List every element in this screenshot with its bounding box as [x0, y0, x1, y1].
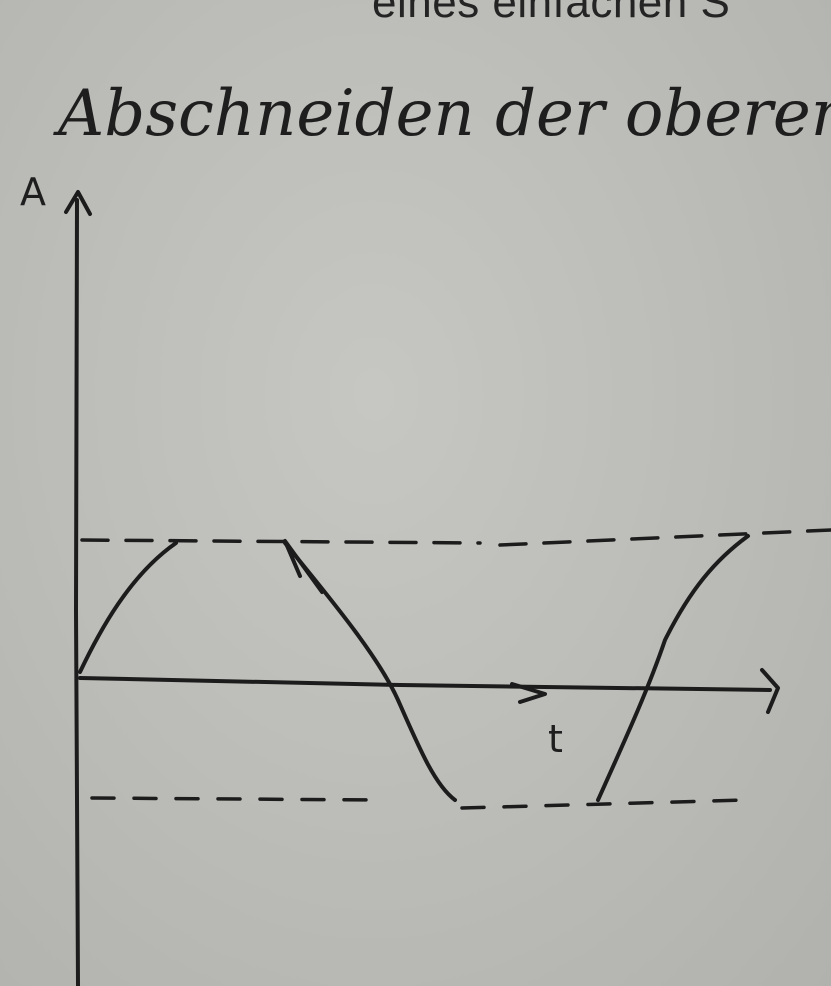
- upper-clip-dashed-line: [80, 528, 831, 547]
- horizontal-axis: [78, 676, 772, 692]
- wave-rising-segment: [78, 541, 178, 674]
- vertical-axis: [74, 198, 80, 986]
- horizontal-axis-label: t: [548, 717, 563, 761]
- wave-rising-segment-2: [596, 534, 750, 802]
- printed-text-line: eines einfachen S: [372, 0, 731, 27]
- vertical-axis-arrowhead: [64, 190, 92, 216]
- horizontal-axis-arrowhead: [760, 668, 780, 714]
- lower-clip-dashed-line: [90, 796, 747, 810]
- wave-falling-segment: [283, 541, 457, 802]
- vertical-axis-label: A: [20, 170, 46, 214]
- wave-arrowhead-mark: [283, 539, 324, 594]
- mid-axis-arrow-mark: [510, 682, 547, 704]
- handwritten-heading: Abschneiden der oberen: [53, 77, 831, 151]
